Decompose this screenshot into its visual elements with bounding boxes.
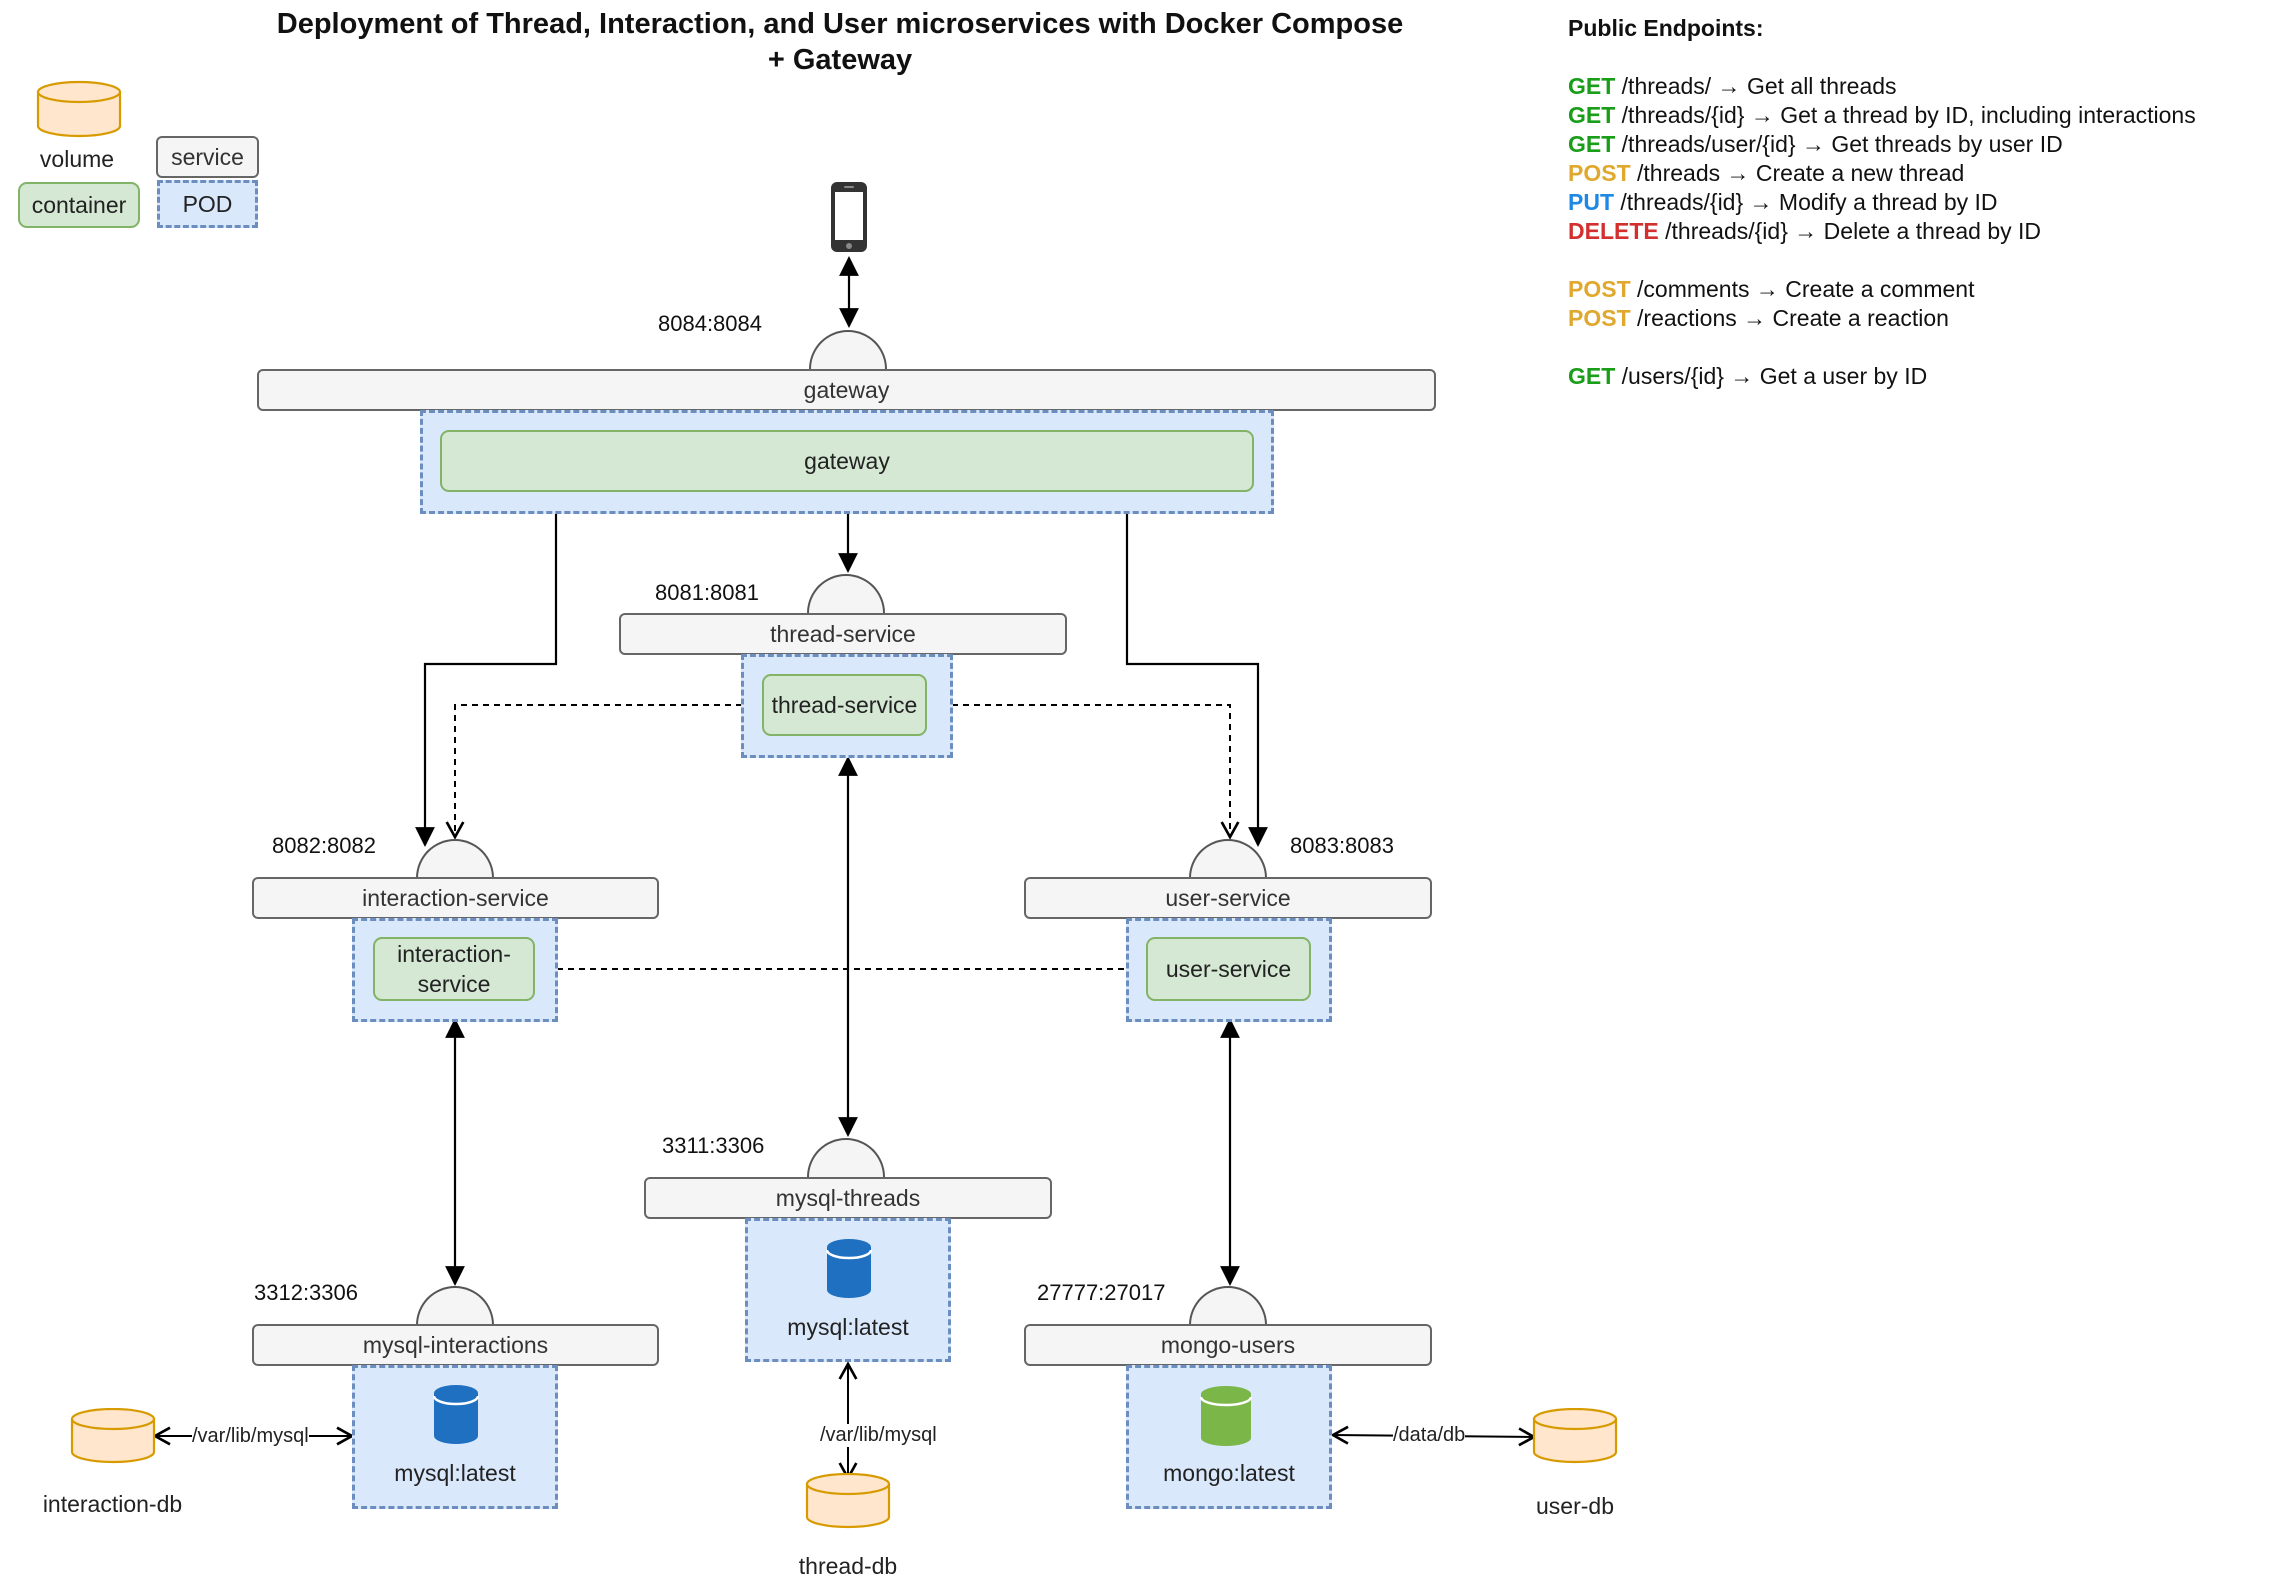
endpoint-method: GET bbox=[1568, 363, 1616, 389]
user-db-volume-icon bbox=[1532, 1408, 1618, 1464]
endpoint-description: /reactions → Create a reaction bbox=[1630, 305, 1949, 331]
endpoint-description: /threads/{id} → Modify a thread by ID bbox=[1614, 189, 1998, 215]
gateway-interaction-link bbox=[415, 492, 558, 847]
gateway-container[interactable]: gateway bbox=[440, 430, 1254, 492]
interaction-container-label-2: service bbox=[417, 971, 491, 997]
endpoint-description: /users/{id} → Get a user by ID bbox=[1615, 363, 1928, 389]
endpoint-method: POST bbox=[1568, 305, 1631, 331]
user-db-label: user-db bbox=[1536, 1493, 1614, 1519]
thread-db-label: thread-db bbox=[798, 1553, 898, 1579]
interaction-db-mount-label: /var/lib/mysql bbox=[192, 1425, 309, 1448]
endpoints-heading: Public Endpoints: bbox=[1568, 15, 1764, 41]
endpoint-method: POST bbox=[1568, 276, 1631, 302]
database-icon bbox=[433, 1385, 479, 1444]
public-endpoints-panel: Public Endpoints: GET /threads/ → Get al… bbox=[1568, 14, 2196, 391]
endpoint-method: GET bbox=[1568, 102, 1616, 128]
user-service-port: 8083:8083 bbox=[1290, 833, 1394, 858]
volume-icon bbox=[36, 80, 122, 138]
mongo-users-service[interactable]: mongo-users bbox=[1024, 1324, 1432, 1366]
endpoint-description: /threads/{id} → Delete a thread by ID bbox=[1658, 218, 2042, 244]
endpoint-row: GET /threads/{id} → Get a thread by ID, … bbox=[1568, 101, 2196, 130]
endpoint-description: /threads/user/{id} → Get threads by user… bbox=[1615, 131, 2063, 157]
thread-service-port: 8081:8081 bbox=[655, 580, 759, 605]
database-icon bbox=[1200, 1386, 1252, 1446]
endpoint-method: DELETE bbox=[1568, 218, 1659, 244]
thread-service-service[interactable]: thread-service bbox=[619, 613, 1067, 655]
endpoint-group-gap bbox=[1568, 333, 2196, 362]
smartphone-icon[interactable] bbox=[830, 181, 868, 253]
database-icon bbox=[826, 1239, 872, 1298]
diagram-title: Deployment of Thread, Interaction, and U… bbox=[276, 8, 1404, 76]
interaction-service-container[interactable]: interaction- service bbox=[373, 937, 535, 1001]
mysql-threads-service[interactable]: mysql-threads bbox=[644, 1177, 1052, 1219]
interaction-container-label-1: interaction- bbox=[397, 941, 511, 967]
endpoint-description: /threads/{id} → Get a thread by ID, incl… bbox=[1615, 102, 2196, 128]
endpoint-description: /comments → Create a comment bbox=[1630, 276, 1975, 302]
interaction-service-port: 8082:8082 bbox=[272, 833, 376, 858]
gateway-service[interactable]: gateway bbox=[257, 369, 1436, 411]
mysql-threads-image: mysql:latest bbox=[787, 1314, 909, 1340]
endpoint-method: POST bbox=[1568, 160, 1631, 186]
mongo-users-port: 27777:27017 bbox=[1037, 1280, 1166, 1305]
endpoint-method: GET bbox=[1568, 131, 1616, 157]
thread-db-volume-icon bbox=[805, 1473, 891, 1529]
endpoint-row: DELETE /threads/{id} → Delete a thread b… bbox=[1568, 217, 2196, 246]
user-db-mount-label: /data/db bbox=[1393, 1424, 1466, 1447]
endpoint-row: GET /threads/ → Get all threads bbox=[1568, 72, 2196, 101]
thread-db-mount-label: /var/lib/mysql bbox=[820, 1424, 937, 1447]
user-service-service[interactable]: user-service bbox=[1024, 877, 1432, 919]
endpoint-description: /threads/ → Get all threads bbox=[1615, 73, 1897, 99]
endpoint-method: PUT bbox=[1568, 189, 1614, 215]
mysql-interactions-service[interactable]: mysql-interactions bbox=[252, 1324, 659, 1366]
endpoint-row: POST /threads → Create a new thread bbox=[1568, 159, 2196, 188]
legend-volume-label: volume bbox=[39, 146, 115, 172]
mysql-interactions-image: mysql:latest bbox=[394, 1460, 516, 1486]
gateway-port: 8084:8084 bbox=[658, 311, 762, 336]
endpoint-row: POST /comments → Create a comment bbox=[1568, 275, 2196, 304]
mongo-users-image: mongo:latest bbox=[1163, 1460, 1295, 1486]
endpoint-row: GET /threads/user/{id} → Get threads by … bbox=[1568, 130, 2196, 159]
endpoint-method: GET bbox=[1568, 73, 1616, 99]
legend-service: service bbox=[156, 136, 259, 178]
thread-service-container[interactable]: thread-service bbox=[762, 674, 927, 736]
endpoint-group-gap bbox=[1568, 246, 2196, 275]
interaction-db-volume-icon bbox=[70, 1408, 156, 1464]
endpoint-row: PUT /threads/{id} → Modify a thread by I… bbox=[1568, 188, 2196, 217]
legend-container: container bbox=[18, 182, 140, 228]
legend-pod: POD bbox=[157, 180, 258, 228]
interaction-db-label: interaction-db bbox=[42, 1491, 183, 1517]
endpoint-row: POST /reactions → Create a reaction bbox=[1568, 304, 2196, 333]
endpoint-row: GET /users/{id} → Get a user by ID bbox=[1568, 362, 2196, 391]
thread-interaction-link bbox=[445, 704, 742, 840]
endpoint-description: /threads → Create a new thread bbox=[1630, 160, 1965, 186]
gateway-user-link bbox=[1125, 492, 1268, 847]
mysql-interactions-port: 3312:3306 bbox=[254, 1280, 358, 1305]
thread-user-link bbox=[927, 695, 1240, 840]
mysql-threads-port: 3311:3306 bbox=[662, 1133, 765, 1158]
user-service-container[interactable]: user-service bbox=[1146, 937, 1311, 1001]
interaction-service-service[interactable]: interaction-service bbox=[252, 877, 659, 919]
